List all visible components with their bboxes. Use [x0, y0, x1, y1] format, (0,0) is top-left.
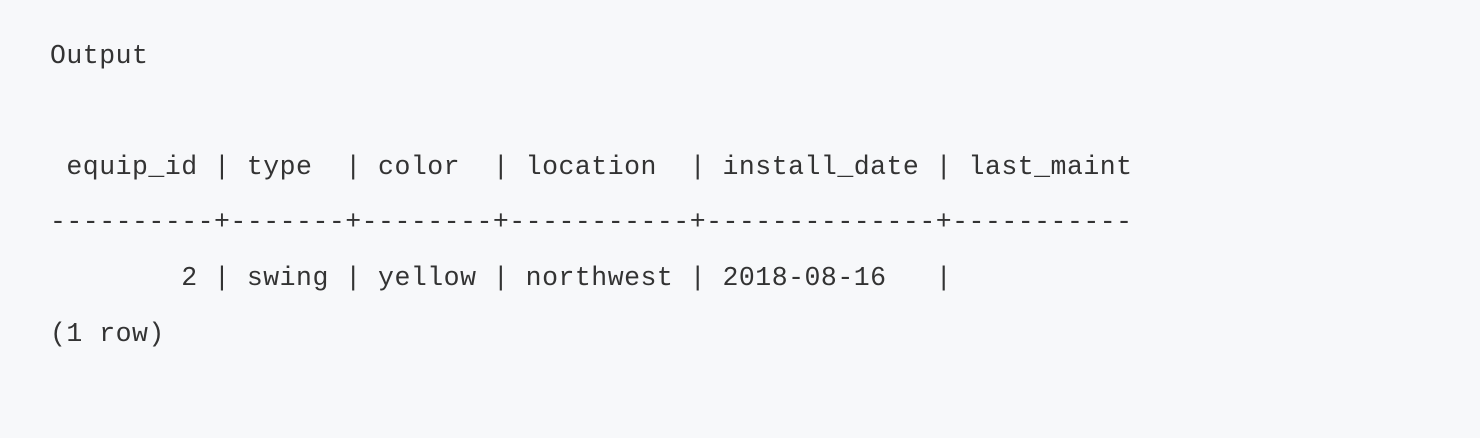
- output-label: Output: [50, 41, 149, 71]
- table-header-row: equip_id | type | color | location | ins…: [50, 152, 1133, 182]
- table-separator: ----------+-------+--------+-----------+…: [50, 207, 1133, 237]
- row-count: (1 row): [50, 319, 165, 349]
- table-row: 2 | swing | yellow | northwest | 2018-08…: [50, 263, 953, 293]
